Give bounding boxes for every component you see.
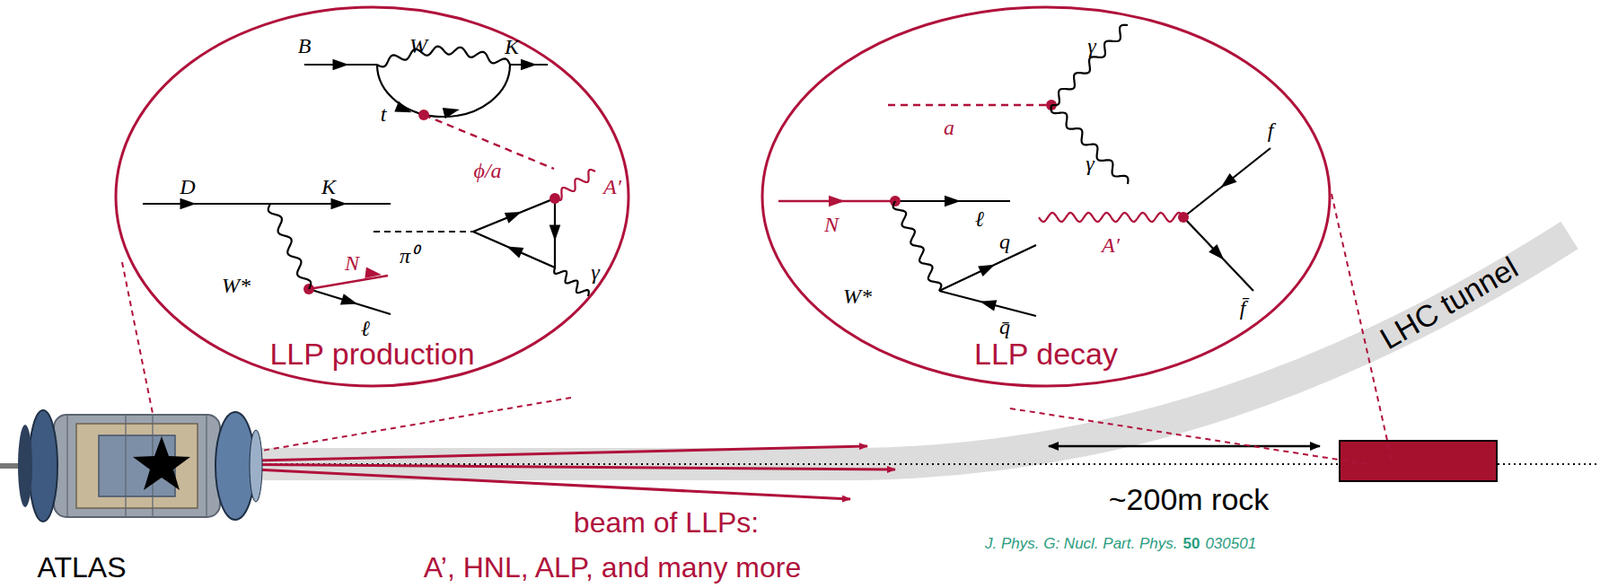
feynman-lines <box>142 64 1271 317</box>
particle-label: γ <box>1085 151 1094 176</box>
text-label: beam of LLPs: <box>573 507 759 539</box>
particle-label: ϕ/a <box>473 158 502 183</box>
fermion-arrow <box>520 59 537 71</box>
fermion-arrow <box>977 264 995 277</box>
boson-line <box>553 267 590 297</box>
particle-label: γ <box>590 260 599 284</box>
particle-label: K <box>504 35 519 59</box>
fermion-arrow <box>549 225 562 242</box>
leader-lines <box>122 193 1393 465</box>
text-label: A’, HNL, ALP, and many more <box>423 552 801 584</box>
boson-line <box>377 46 510 68</box>
boson-line <box>1038 212 1184 222</box>
particle-label: ℓ <box>975 207 985 231</box>
particle-label: W* <box>843 284 872 308</box>
text-label: ATLAS <box>37 552 127 584</box>
detector-box <box>1339 440 1497 482</box>
fermion-arrow <box>506 246 524 258</box>
fermion-arrow <box>394 101 412 114</box>
particle-label: ℓ <box>360 316 370 341</box>
fermion-arrow <box>504 211 522 224</box>
atlas-detector <box>0 410 263 522</box>
fermion-arrow <box>944 195 961 208</box>
particle-label: N <box>344 251 360 275</box>
particle-label: q <box>999 229 1011 254</box>
citation: 030501 <box>1204 536 1257 554</box>
particle-label: π⁰ <box>399 244 418 268</box>
vertex-dots <box>303 99 1189 295</box>
ellipse-node: LLP decay <box>760 5 1332 388</box>
particle-label: W <box>409 34 428 58</box>
fermion-arrow <box>331 198 348 211</box>
boson-line <box>893 201 942 291</box>
fermion-arrow <box>340 293 358 305</box>
fermion-arrow <box>1208 244 1224 260</box>
fermion-arrow <box>1221 173 1238 188</box>
particle-label: A′ <box>603 175 622 199</box>
particle-label: t <box>380 102 387 126</box>
particle-label: K <box>321 175 336 199</box>
citation: J. Phys. G: Nucl. Part. Phys. <box>984 536 1178 554</box>
particle-label: f̄ <box>1239 296 1247 320</box>
boson-line <box>1051 105 1129 185</box>
citation: 50 <box>1182 536 1200 554</box>
fermion-arrow <box>364 267 382 280</box>
feynman-llp-lines <box>308 105 1052 290</box>
ellipse-title: LLP production <box>269 336 475 372</box>
boson-line <box>554 169 596 201</box>
boson-line <box>1051 25 1128 106</box>
text-label: LHC tunnel <box>1374 250 1524 356</box>
particle-label: D <box>179 175 195 199</box>
ellipse-title: LLP decay <box>974 336 1118 372</box>
boson-line <box>268 203 311 290</box>
ellipse-outline <box>760 5 1332 388</box>
particle-label: q̄ <box>999 315 1011 339</box>
fermion-arrow <box>180 198 197 211</box>
distance-arrow <box>1048 445 1320 449</box>
text-label: ~200m rock <box>1108 483 1270 517</box>
fermion-arrow <box>442 107 460 119</box>
particle-label: N <box>824 212 839 237</box>
particle-label: W* <box>221 273 251 298</box>
fermion-arrow <box>979 299 997 311</box>
particle-label: f <box>1267 118 1275 142</box>
particle-label: B <box>298 34 312 58</box>
fermion-arrow <box>828 195 845 208</box>
particle-label: γ <box>1087 34 1096 58</box>
fermion-arrow <box>333 59 350 71</box>
particle-label: a <box>943 115 955 140</box>
particle-label: A′ <box>1101 233 1120 257</box>
lhc-tunnel <box>255 235 1570 465</box>
llp-beam <box>184 446 896 500</box>
